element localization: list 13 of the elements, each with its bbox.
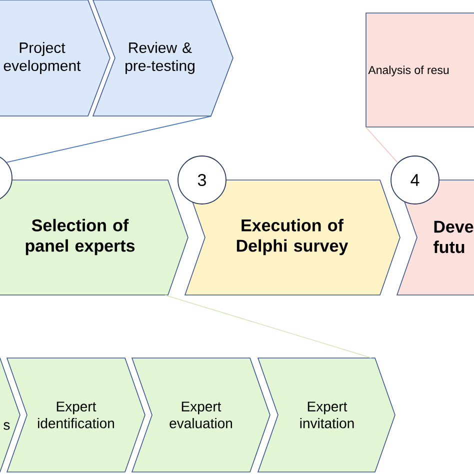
node-label: Expert evaluation — [170, 402, 232, 428]
process-step: Review & pre-testing — [92, 0, 234, 116]
text-box: Analysis of resu — [366, 12, 474, 128]
leader-line — [365, 126, 398, 164]
leader-line — [6, 116, 212, 163]
process-step: Project evelopment — [0, 0, 110, 116]
node-label: Expert identification — [38, 402, 114, 428]
leader-line — [164, 294, 372, 358]
process-step: Selection of panel experts — [0, 180, 188, 296]
node-label: s — [4, 422, 10, 430]
node-label: Expert invitation — [300, 402, 354, 428]
process-step: Expert invitation — [257, 358, 396, 472]
process-step: Expert evaluation — [131, 358, 270, 472]
